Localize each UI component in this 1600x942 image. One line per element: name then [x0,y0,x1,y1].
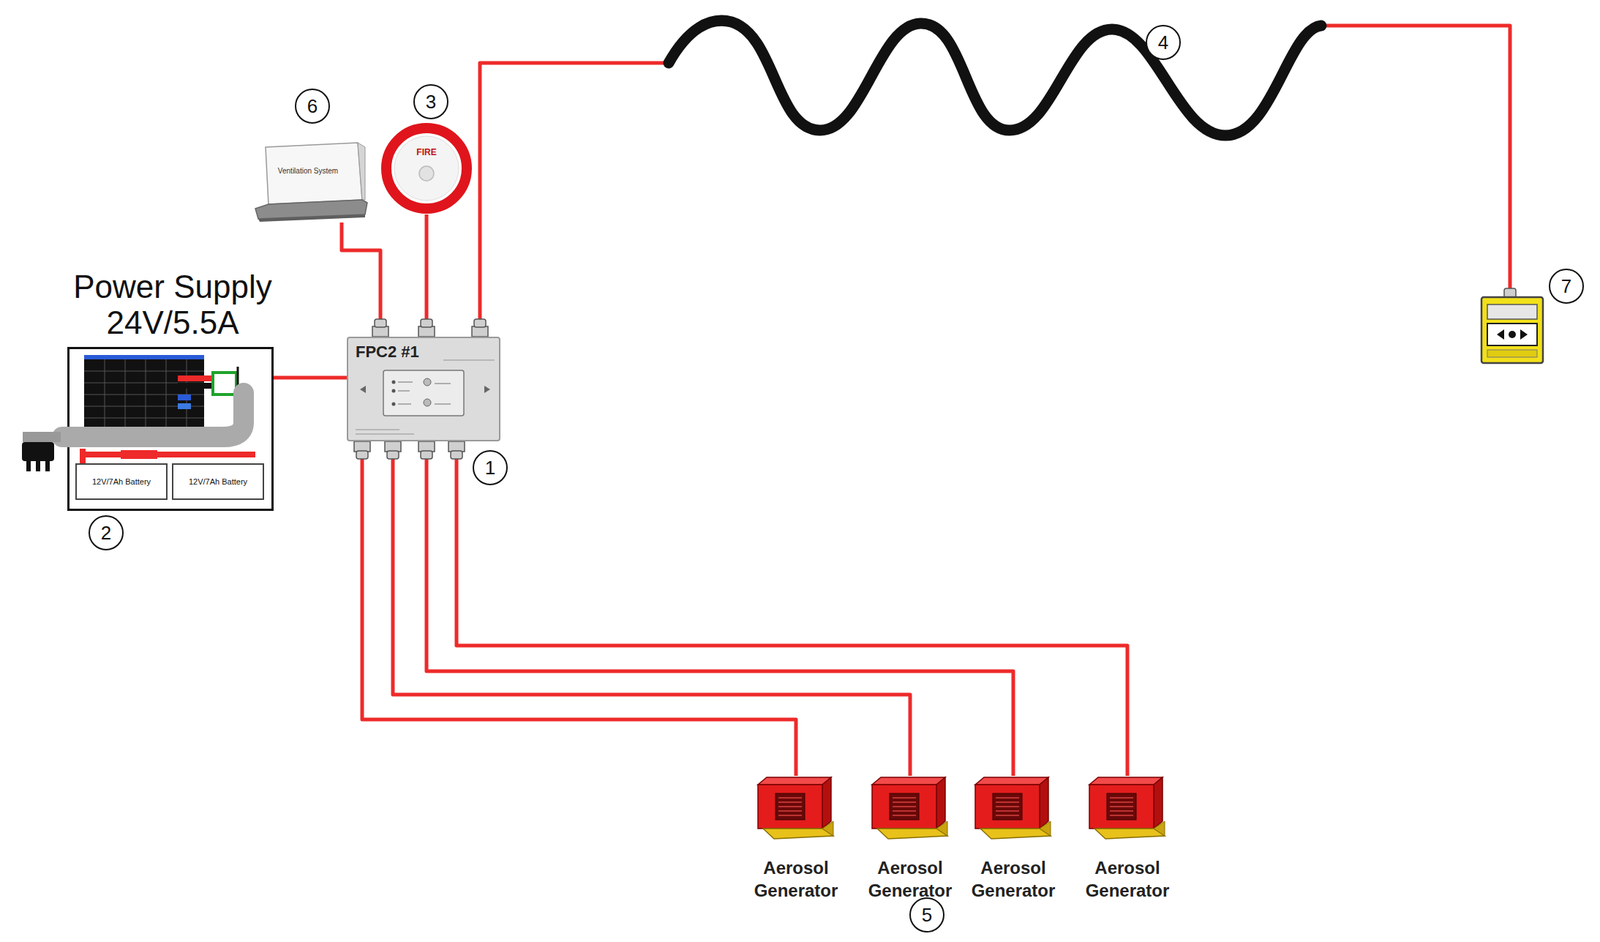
callout-number: 1 [472,449,508,486]
battery-label: 12V/7Ah Battery [188,477,248,487]
aerosol-generator-graphic [1072,775,1183,842]
ventilation-unit: Ventilation System [255,141,368,223]
power-supply-title: Power Supply 24V/5.5A [51,269,295,341]
callout-number: 3 [413,84,449,120]
battery-label: 12V/7Ah Battery [92,477,151,487]
wire-connector [273,376,347,380]
controller-label: FPC2 #1 [355,342,420,362]
callout-number: 2 [88,515,124,551]
wire-connector [426,441,1014,776]
aerosol-generator-graphic [855,775,965,842]
detection-cable [668,20,1322,136]
ventilation-unit-graphic [255,141,368,223]
callout-number: 4 [1145,24,1181,60]
generator-label: Aerosol Generator [855,855,965,902]
callout-number: 5 [909,896,945,933]
aerosol-generator-graphic [741,775,851,842]
device-label: Ventilation System [269,166,347,175]
wire-connector [456,441,1128,776]
battery-box: 12V/7Ah Battery [75,463,168,500]
aerosol-generator: Aerosol Generator [958,775,1069,902]
wire-connector [425,214,429,337]
power-supply-box: Power Supply 24V/5.5A12V/7Ah Battery12V/… [67,346,274,511]
manual-release-button [1481,288,1543,363]
generator-label: Aerosol Generator [1072,855,1183,902]
aerosol-generator: Aerosol Generator [741,775,851,902]
generator-label: Aerosol Generator [741,855,851,902]
mains-plug [21,441,55,472]
callout-number: 6 [294,88,330,124]
fire-panel-controller: FPC2 #1 [346,336,501,442]
aerosol-generator: Aerosol Generator [855,775,965,902]
bell-label: FIRE [380,147,473,158]
callout-number: 7 [1548,268,1584,304]
fire-bell: FIRE [380,122,473,215]
generator-label: Aerosol Generator [958,855,1069,902]
wire-connector [392,441,911,776]
battery-box: 12V/7Ah Battery [171,463,265,500]
fire-bell-graphic [380,122,473,215]
aerosol-generator-graphic [958,775,1069,842]
detection-wire [479,25,1511,322]
aerosol-generator: Aerosol Generator [1072,775,1183,902]
